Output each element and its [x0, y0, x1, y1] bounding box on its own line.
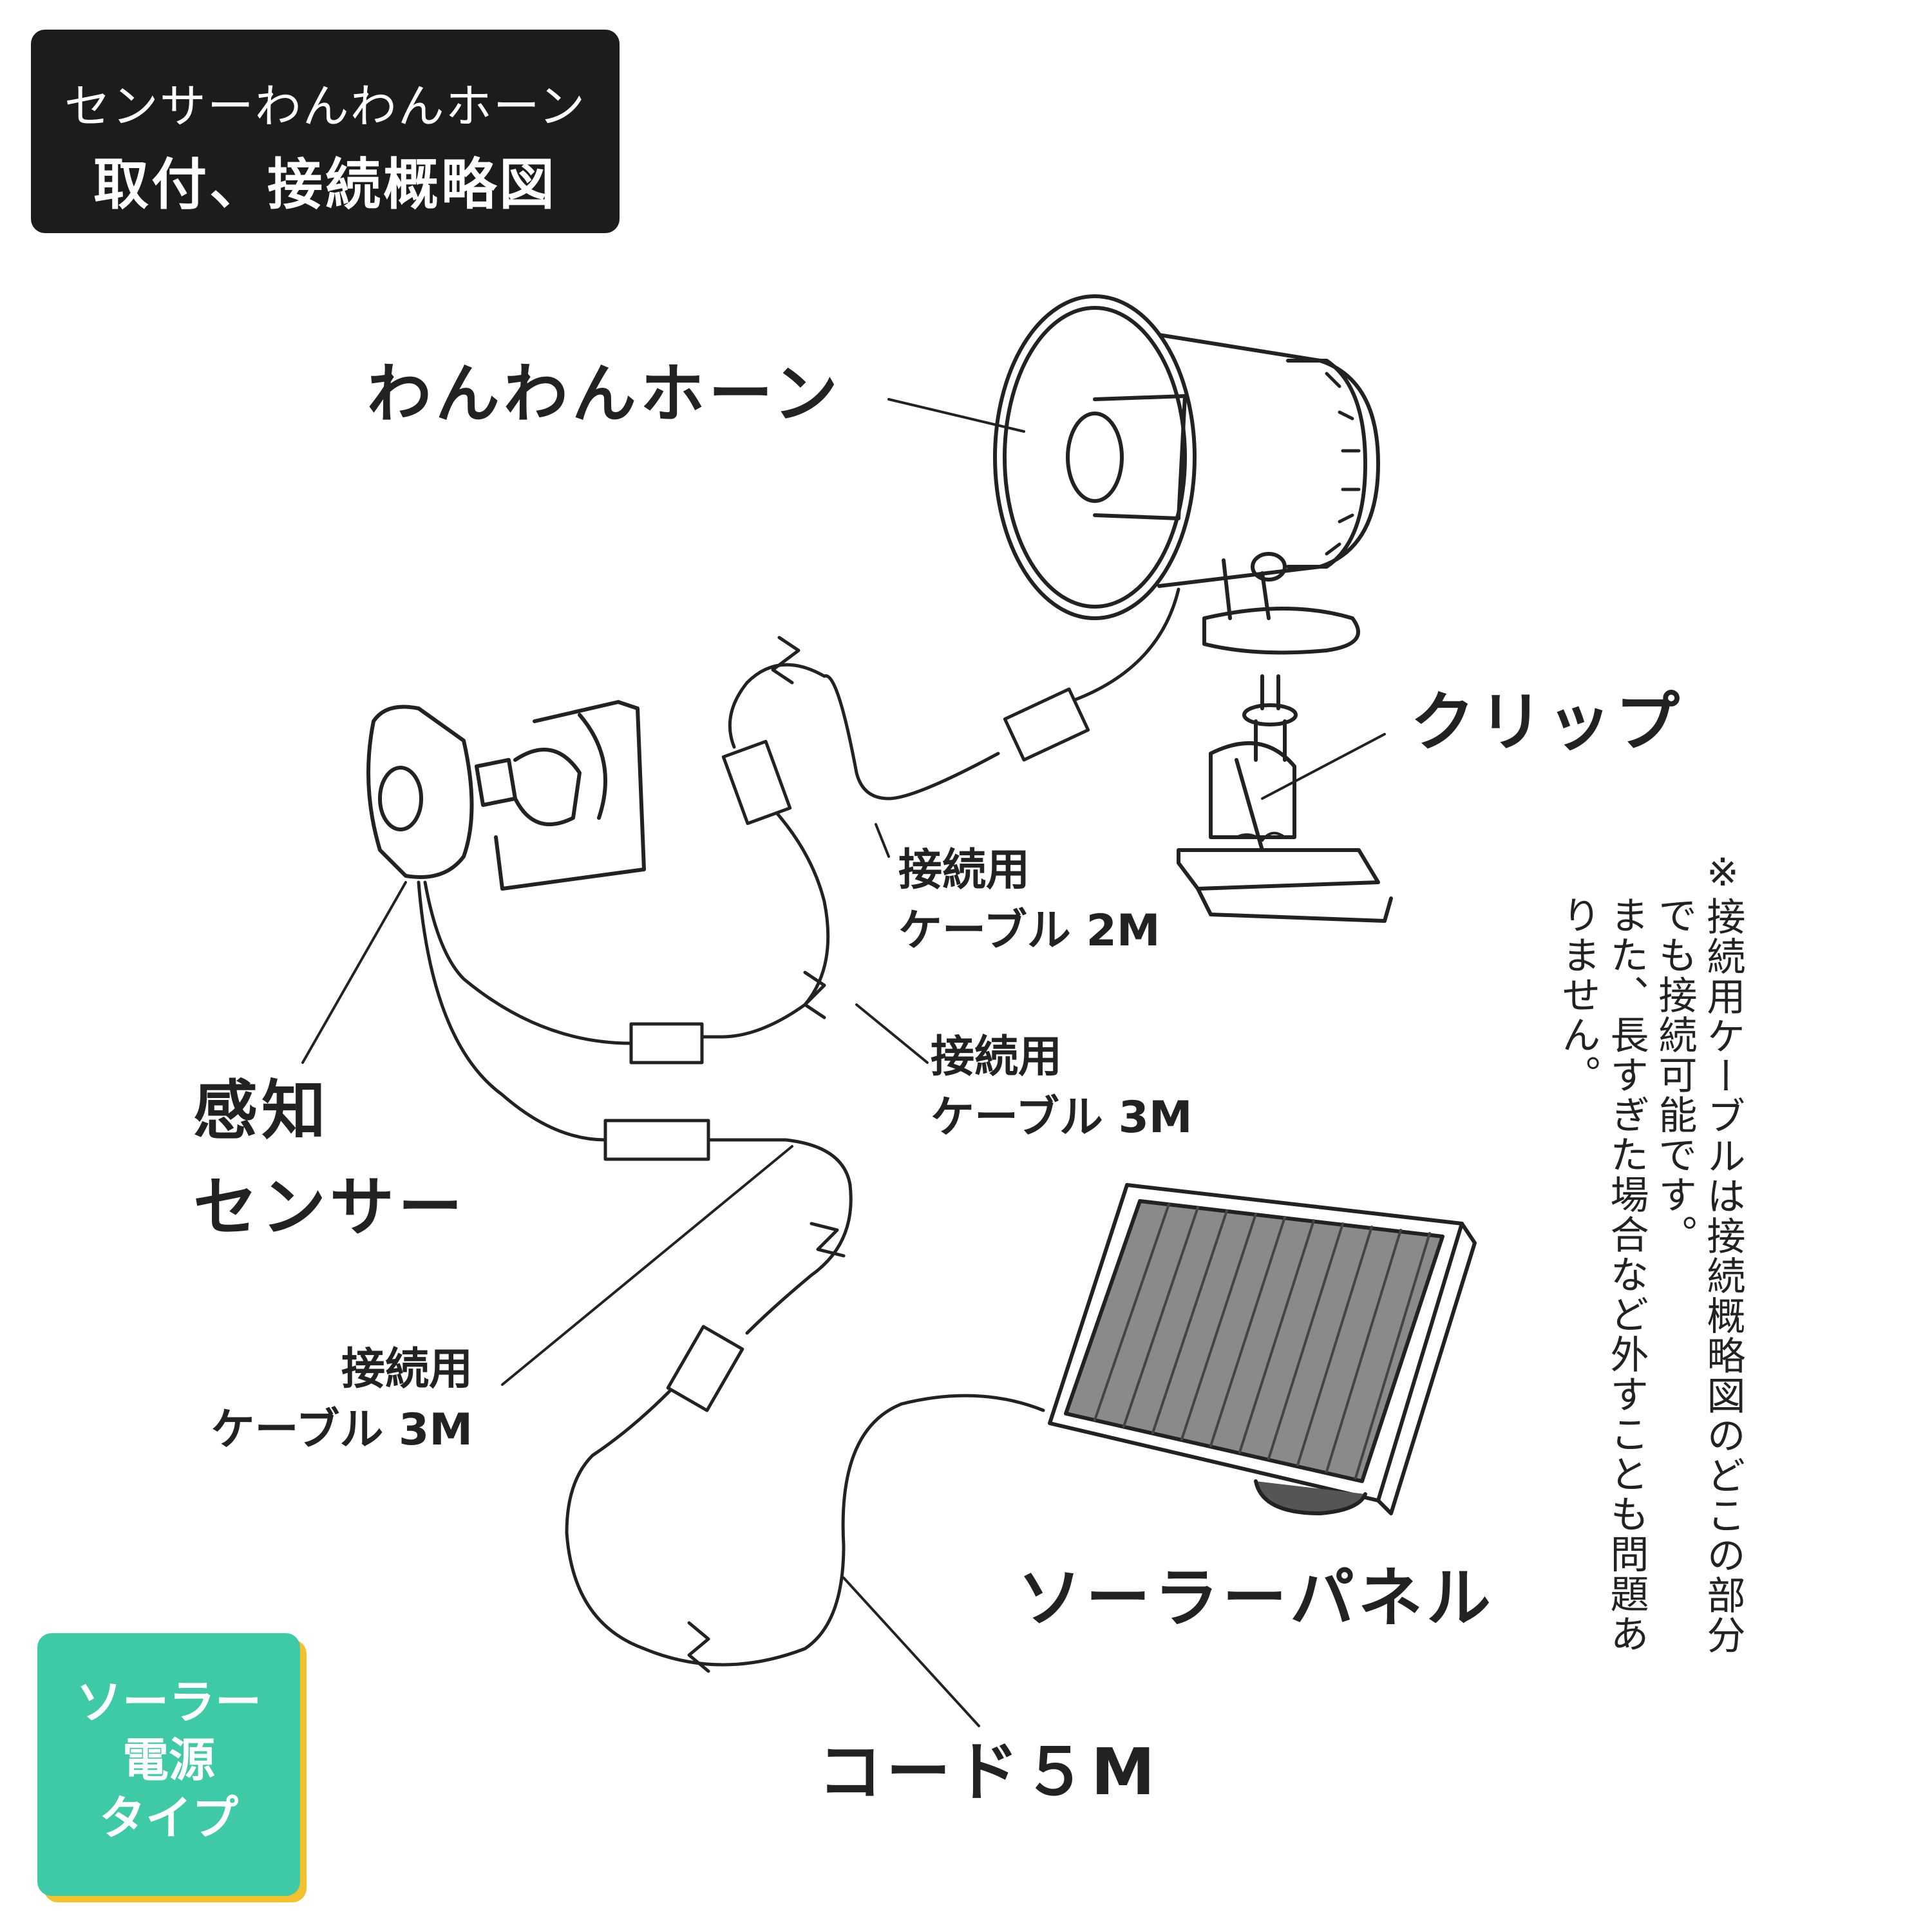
clip-illustration	[1177, 674, 1393, 923]
cord-label: コード５M	[818, 1734, 1159, 1810]
note-column-1: ※接続用ケーブルは接続概略図のどこの部分	[1700, 850, 1745, 1655]
badge-line-3: タイプ	[99, 1791, 238, 1845]
title-line-1: センサーわんわんホーン	[64, 79, 587, 133]
leader-lines	[301, 398, 1386, 1727]
horn-label: わんわんホーン	[367, 356, 842, 431]
connectors	[603, 687, 1090, 1412]
badge-line-1: ソーラー	[75, 1675, 261, 1729]
cable-3m-upper-label-line-1: 接続用	[931, 1032, 1063, 1083]
sensor-label: 感知 センサー	[193, 1063, 466, 1256]
note-column-2: でも接続可能です。	[1652, 895, 1697, 1255]
cable-3m-upper-label-line-2: ケーブル 3M	[931, 1092, 1193, 1143]
cable-3m-lower-label-line-1: 接続用	[341, 1344, 473, 1395]
solar-panel-label: ソーラーパネル	[1018, 1560, 1495, 1636]
solar-power-type-badge: ソーラー 電源 タイプ	[37, 1633, 300, 1896]
cables	[417, 587, 1180, 1667]
sensor-label-line-1: 感知	[193, 1073, 330, 1148]
cable-3m-lower-label: 接続用 ケーブル 3M	[200, 1340, 473, 1461]
cable-3m-upper-label: 接続用 ケーブル 3M	[931, 1027, 1193, 1148]
sensor-illustration	[366, 700, 646, 891]
clip-label: クリップ	[1410, 685, 1683, 760]
note-column-3: また、長すぎた場合など外すことも問題あ	[1604, 895, 1649, 1654]
cable-2m-label: 接続用 ケーブル 2M	[898, 840, 1160, 961]
sensor-label-line-2: センサー	[193, 1170, 466, 1245]
badge-line-2: 電源	[122, 1733, 215, 1787]
note-column-4: りません。	[1555, 895, 1600, 1095]
break-marks	[687, 636, 846, 1673]
title-box: センサーわんわんホーン 取付、接続概略図	[31, 30, 620, 233]
solar-panel-illustration	[1048, 1183, 1477, 1515]
horn-illustration	[993, 294, 1380, 655]
cable-3m-lower-label-line-2: ケーブル 3M	[211, 1405, 473, 1455]
cable-2m-label-line-2: ケーブル 2M	[898, 905, 1160, 956]
cable-2m-label-line-1: 接続用	[898, 845, 1030, 896]
title-line-2: 取付、接続概略図	[93, 153, 557, 217]
